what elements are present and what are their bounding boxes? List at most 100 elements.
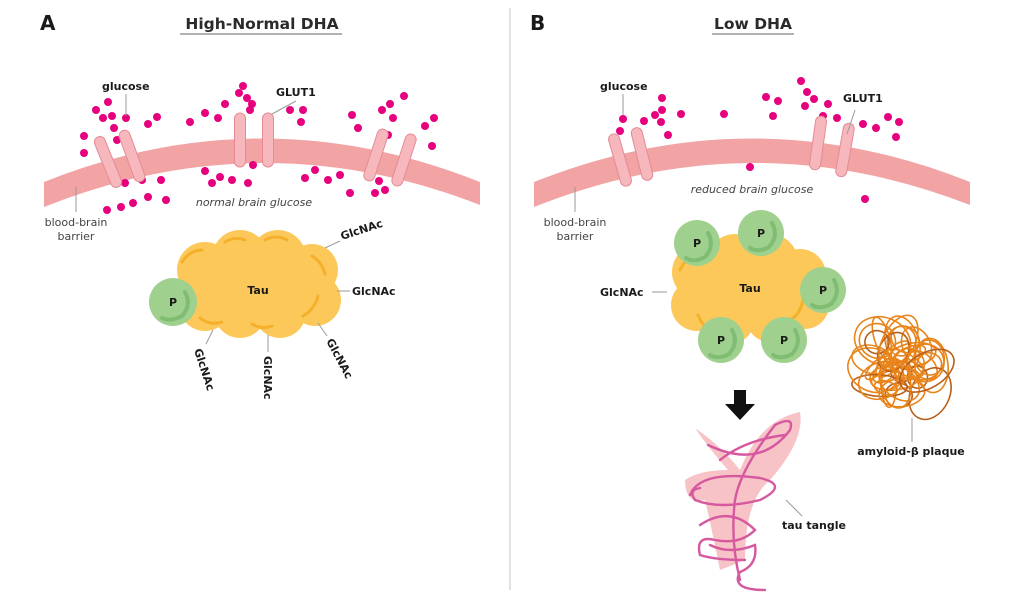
glucose-particle [228,176,236,184]
glucose-particle [80,132,88,140]
phosphate-label: P [169,296,177,309]
glucose-particle [157,176,165,184]
glcnac-label-4: GlcNAc [261,356,274,400]
panel-a-letter: A [40,11,56,35]
glucose-particle [720,110,728,118]
glucose-particle [381,186,389,194]
blood-brain-barrier-membrane [534,138,970,207]
glucose-particle [208,179,216,187]
glucose-particle [430,114,438,122]
phosphate-label: P [693,237,701,250]
glut1-transporter [608,133,632,187]
glucose-particle [122,114,130,122]
glut1-transporter [262,112,274,168]
glcnac-leader [324,240,341,249]
glcnac-label-1: GlcNAc [339,217,384,243]
glucose-particle [859,120,867,128]
glucose-particle [348,111,356,119]
glucose-particle [336,171,344,179]
glucose-particle [746,163,754,171]
glucose-label: glucose [102,80,150,93]
phosphate-label: P [757,227,765,240]
glut1-transporter [835,122,855,178]
phosphate-group: P [698,317,744,363]
glucose-particles [616,77,903,203]
glut1-transporter [363,128,389,182]
glucose-particle [801,102,809,110]
glucose-particle [162,196,170,204]
phosphate-label: P [780,334,788,347]
glucose-particle [895,118,903,126]
glucose-particle [144,193,152,201]
glucose-label: glucose [600,80,648,93]
glucose-particle [235,89,243,97]
glut1-label: GLUT1 [276,86,316,99]
glucose-particle [299,106,307,114]
glucose-particle [201,167,209,175]
glucose-particle [311,166,319,174]
barrier-label-line2: barrier [557,230,594,243]
glucose-particle [619,115,627,123]
barrier-label-line1: blood-brain [544,216,607,229]
glucose-particle [371,189,379,197]
phosphate-group: P [800,267,846,313]
glut1-leader [846,109,856,135]
glucose-particle [80,149,88,157]
glucose-particle [658,106,666,114]
glucose-particle [354,124,362,132]
tau-label: Tau [739,282,760,295]
glucose-particle [677,110,685,118]
tau-tangle [685,412,801,592]
glucose-particle [810,95,818,103]
glucose-particle [386,100,394,108]
glucose-particle [664,131,672,139]
glut1-transporter [234,112,246,168]
glucose-particle [99,114,107,122]
panel-a-title: High-Normal DHA [185,15,338,33]
phosphate-group: P [738,210,784,256]
panel-b-letter: B [530,11,545,35]
glut1-transporters [608,115,855,187]
glucose-particle [246,106,254,114]
reduced-brain-glucose-label: reduced brain glucose [691,183,814,196]
glucose-particle [861,195,869,203]
glucose-particle [769,112,777,120]
glucose-particle [129,199,137,207]
glucose-particle [239,82,247,90]
glucose-particle [774,97,782,105]
glcnac-leader [317,322,328,337]
glucose-particle [186,118,194,126]
glucose-particle [346,189,354,197]
glucose-particle [824,100,832,108]
phosphate-label: P [819,284,827,297]
glut1-transporter [118,129,146,183]
glucose-particle [144,120,152,128]
tau-tangle-leader [785,499,803,517]
barrier-label-line2: barrier [58,230,95,243]
phosphate-label: P [717,334,725,347]
glucose-particle [244,179,252,187]
glucose-particle [657,118,665,126]
glucose-particle [214,114,222,122]
glucose-particle [153,113,161,121]
glcnac-label-3: GlcNAc [323,336,355,381]
glucose-particle [872,124,880,132]
amyloid-plaque [847,314,955,421]
glut1-transporter [809,115,827,171]
glcnac-label-5: GlcNAc [191,347,217,392]
glucose-particle [892,133,900,141]
panel-b-title: Low DHA [714,15,792,33]
glucose-particle [108,112,116,120]
glucose-particle [389,114,397,122]
glcnac-label-2: GlcNAc [352,285,396,298]
glcnac-label-1: GlcNAc [600,286,644,299]
glucose-particle [616,127,624,135]
glucose-particle [286,106,294,114]
panel-b: B Low DHA glucose GLUT1 blood-brain barr… [530,11,970,592]
glucose-particle [797,77,805,85]
glut1-label: GLUT1 [843,92,883,105]
phosphate-groups: P P P P P [674,210,846,363]
phosphate-group: P [761,317,807,363]
glucose-particle [249,161,257,169]
